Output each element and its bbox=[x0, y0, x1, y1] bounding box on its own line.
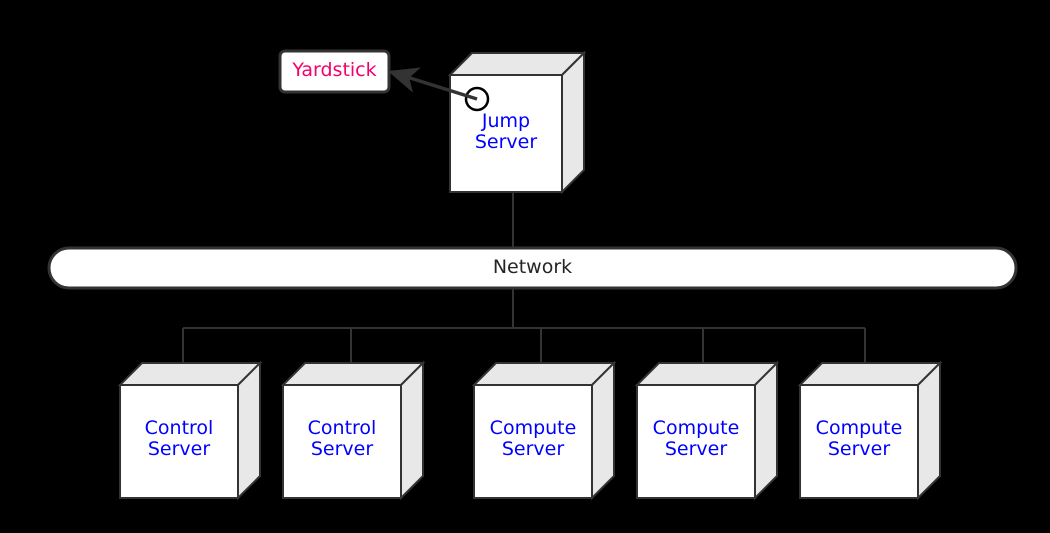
node-box-3[interactable] bbox=[634, 360, 780, 501]
jump-server-box-side-face bbox=[561, 50, 585, 195]
node-box-3-top-face bbox=[634, 362, 780, 386]
node-box-4-front-face bbox=[799, 384, 919, 499]
node-box-1-front-face bbox=[282, 384, 402, 499]
node-box-2[interactable] bbox=[471, 360, 617, 501]
yardstick-box[interactable] bbox=[278, 49, 391, 94]
node-box-1[interactable] bbox=[280, 360, 426, 501]
node-box-4-top-face bbox=[797, 362, 943, 386]
node-shapes bbox=[47, 49, 1018, 501]
node-box-0-side-face bbox=[237, 360, 261, 501]
node-box-4[interactable] bbox=[797, 360, 943, 501]
node-box-4-side-face bbox=[917, 360, 941, 501]
node-box-3-side-face bbox=[754, 360, 778, 501]
arrow-lines bbox=[387, 67, 478, 101]
node-box-3-front-face bbox=[636, 384, 756, 499]
network-bar[interactable] bbox=[47, 246, 1018, 290]
node-box-2-front-face bbox=[473, 384, 593, 499]
jump-server-box[interactable] bbox=[447, 50, 587, 195]
node-box-0[interactable] bbox=[117, 360, 263, 501]
node-box-2-top-face bbox=[471, 362, 617, 386]
node-box-1-side-face bbox=[400, 360, 424, 501]
node-box-2-side-face bbox=[591, 360, 615, 501]
node-box-0-front-face bbox=[119, 384, 239, 499]
jump-to-yardstick-arrow bbox=[387, 67, 478, 101]
node-box-0-top-face bbox=[117, 362, 263, 386]
node-box-1-top-face bbox=[280, 362, 426, 386]
